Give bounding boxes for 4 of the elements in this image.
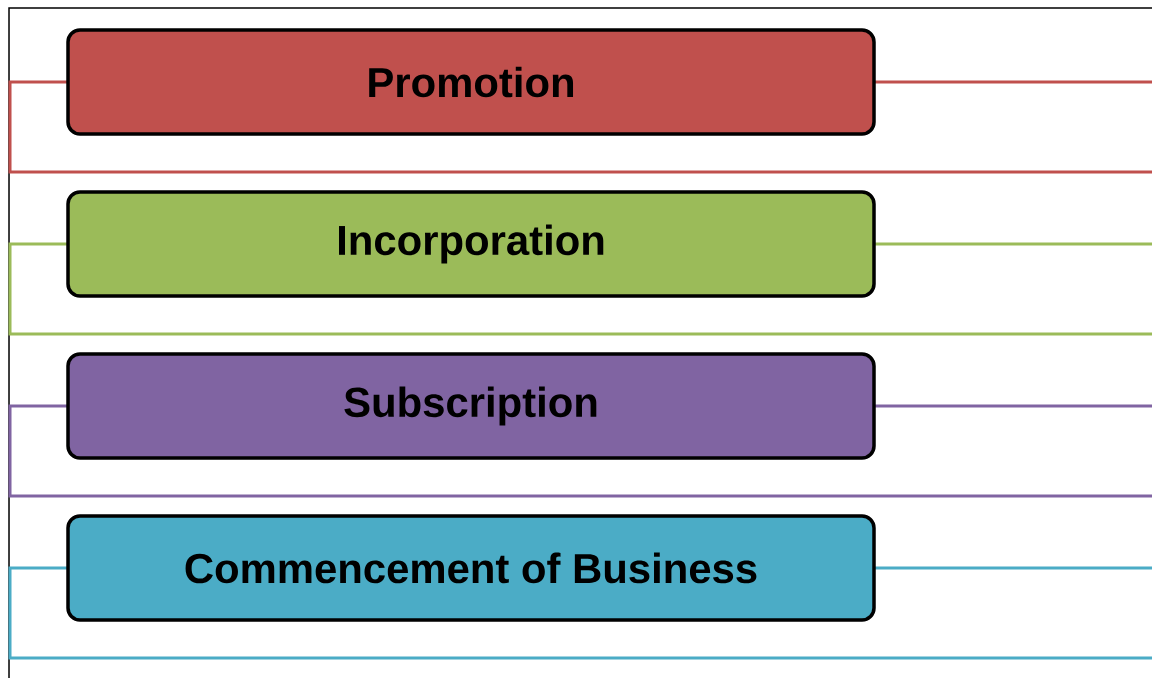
stage-box: Subscription (66, 352, 876, 460)
stage-box: Promotion (66, 28, 876, 136)
stage-box: Incorporation (66, 190, 876, 298)
stage-box: Commencement of Business (66, 514, 876, 622)
